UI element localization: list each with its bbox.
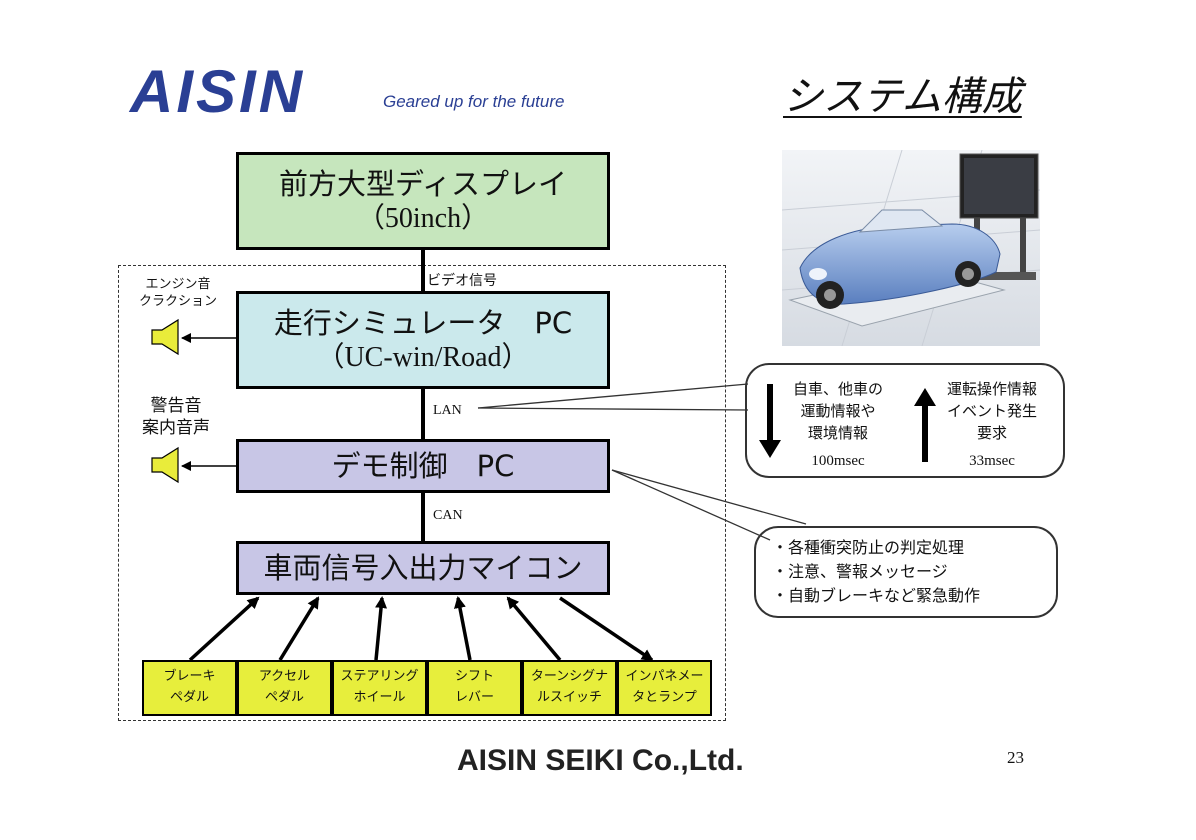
company-name: AISIN SEIKI Co.,Ltd. xyxy=(457,744,744,777)
car-simulator-image xyxy=(782,150,1040,346)
demo-notes-callout xyxy=(754,526,1058,618)
lan-up-text: 運転操作情報 イベント発生 要求 xyxy=(946,380,1037,442)
front-display-box: 前方大型ディスプレイ （50inch） xyxy=(236,152,610,250)
lan-up-rate: 33msec xyxy=(969,453,1015,469)
lan-data-callout xyxy=(745,363,1065,478)
vehicle-control-item: ブレーキ ペダル xyxy=(142,660,237,716)
demo-note-item: ・各種衝突防止の判定処理 xyxy=(772,538,965,557)
warning-guidance-label: 警告音 案内音声 xyxy=(142,396,210,439)
lan-connector xyxy=(421,389,425,439)
vehicle-control-item: ステアリング ホイール xyxy=(332,660,427,716)
can-connector xyxy=(421,493,425,541)
driving-simulator-title: 走行シミュレータ PC xyxy=(273,306,573,341)
vehicle-control-item: インパネメー タとランプ xyxy=(617,660,712,716)
engine-horn-label: エンジン音 クラクション xyxy=(138,277,217,309)
demo-control-title: デモ制御 PC xyxy=(331,448,515,483)
demo-control-box: デモ制御 PC xyxy=(236,439,610,493)
can-label: CAN xyxy=(433,508,463,523)
demo-note-item: ・注意、警報メッセージ xyxy=(772,562,948,581)
front-display-size: （50inch） xyxy=(356,203,490,235)
lan-label: LAN xyxy=(433,403,462,418)
video-connector xyxy=(421,250,425,291)
aisin-logo: AISIN xyxy=(130,58,306,125)
driving-simulator-software: （UC-win/Road） xyxy=(316,342,530,374)
lan-down-text: 自車、他車の 運動情報や 環境情報 xyxy=(792,380,883,442)
video-signal-label: ビデオ信号 xyxy=(427,273,497,289)
page-number: 23 xyxy=(1007,748,1024,767)
lan-down-rate: 100msec xyxy=(811,453,865,469)
vehicle-io-mcu-box: 車両信号入出力マイコン xyxy=(236,541,610,595)
front-display-title: 前方大型ディスプレイ xyxy=(279,167,567,202)
slide-title: システム構成 xyxy=(783,74,1022,120)
driving-simulator-box: 走行シミュレータ PC （UC-win/Road） xyxy=(236,291,610,389)
demo-note-item: ・自動ブレーキなど緊急動作 xyxy=(772,586,981,605)
brand-tagline: Geared up for the future xyxy=(383,92,565,111)
vehicle-control-item: ターンシグナ ルスイッチ xyxy=(522,660,617,716)
demo-notes-list: ・各種衝突防止の判定処理 ・注意、警報メッセージ ・自動ブレーキなど緊急動作 xyxy=(772,536,980,608)
vehicle-control-item: アクセル ペダル xyxy=(237,660,332,716)
vehicle-io-mcu-title: 車両信号入出力マイコン xyxy=(263,550,583,585)
vehicle-control-item: シフト レバー xyxy=(427,660,522,716)
